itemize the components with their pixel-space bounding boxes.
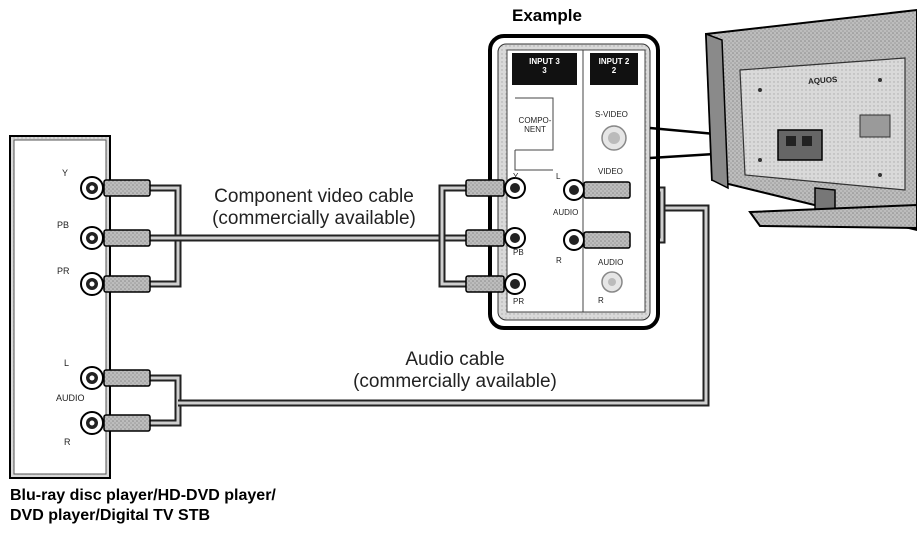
panel-component-line2: NENT (524, 125, 546, 134)
panel-l-label: L (556, 172, 561, 181)
panel-input3-label: INPUT 3 (529, 57, 560, 66)
device-label-y: Y (62, 168, 69, 178)
device-label-pr: PR (57, 266, 70, 276)
panel-r-label: R (556, 256, 562, 265)
panel-input2-number: 2 (611, 66, 617, 75)
device-jack-pb[interactable] (80, 226, 151, 250)
panel-pb-label: PB (513, 248, 524, 257)
device-jack-l[interactable] (80, 366, 151, 390)
panel-r2-label: R (598, 296, 604, 305)
panel-jack-y[interactable] (465, 177, 526, 199)
component-cable-line1: Component video cable (214, 186, 414, 207)
panel-jack-audio-r[interactable] (563, 229, 631, 251)
device-jack-pr[interactable] (80, 272, 151, 296)
panel-input3-number: 3 (542, 66, 547, 75)
panel-input2-label: INPUT 2 (598, 57, 630, 66)
panel-component-label: COMPO- NENT (518, 116, 552, 134)
panel-audio2-label: AUDIO (598, 258, 624, 267)
panel-component-line1: COMPO- (518, 116, 552, 125)
audio-cable-line2: (commercially available) (353, 371, 557, 392)
device-caption: Blu-ray disc player/HD-DVD player/ DVD p… (10, 486, 276, 526)
panel-jack-pr[interactable] (465, 273, 526, 295)
device-caption-line1: Blu-ray disc player/HD-DVD player/ (10, 487, 276, 504)
audio-cable-label: Audio cable (commercially available) (330, 349, 580, 393)
panel-jack-audio-l[interactable] (563, 179, 631, 201)
example-label: Example (512, 6, 582, 25)
component-cable-line2: (commercially available) (212, 208, 416, 229)
device-label-pb: PB (57, 220, 70, 230)
device-label-r: R (64, 437, 71, 447)
component-cable (150, 184, 470, 288)
panel-jack-pb[interactable] (465, 227, 526, 249)
audio-cable (150, 186, 710, 427)
panel-input3-tag: INPUT 3 3 (512, 57, 577, 75)
panel-y-label: Y (513, 172, 519, 181)
device-jack-r[interactable] (80, 411, 151, 435)
panel-svideo-label: S-VIDEO (595, 110, 628, 119)
device-label-l: L (64, 358, 70, 368)
device-label-audio: AUDIO (56, 393, 85, 403)
panel-input2-tag: INPUT 2 2 (590, 57, 638, 75)
device-caption-line2: DVD player/Digital TV STB (10, 507, 211, 524)
panel-pr-label: PR (513, 297, 525, 306)
panel-audio-label: AUDIO (553, 208, 579, 217)
component-cable-label: Component video cable (commercially avai… (196, 186, 432, 230)
panel-video-label: VIDEO (598, 167, 623, 176)
audio-cable-line1: Audio cable (405, 349, 505, 370)
device-jack-y[interactable] (80, 176, 151, 200)
tv-illustration (704, 8, 917, 232)
